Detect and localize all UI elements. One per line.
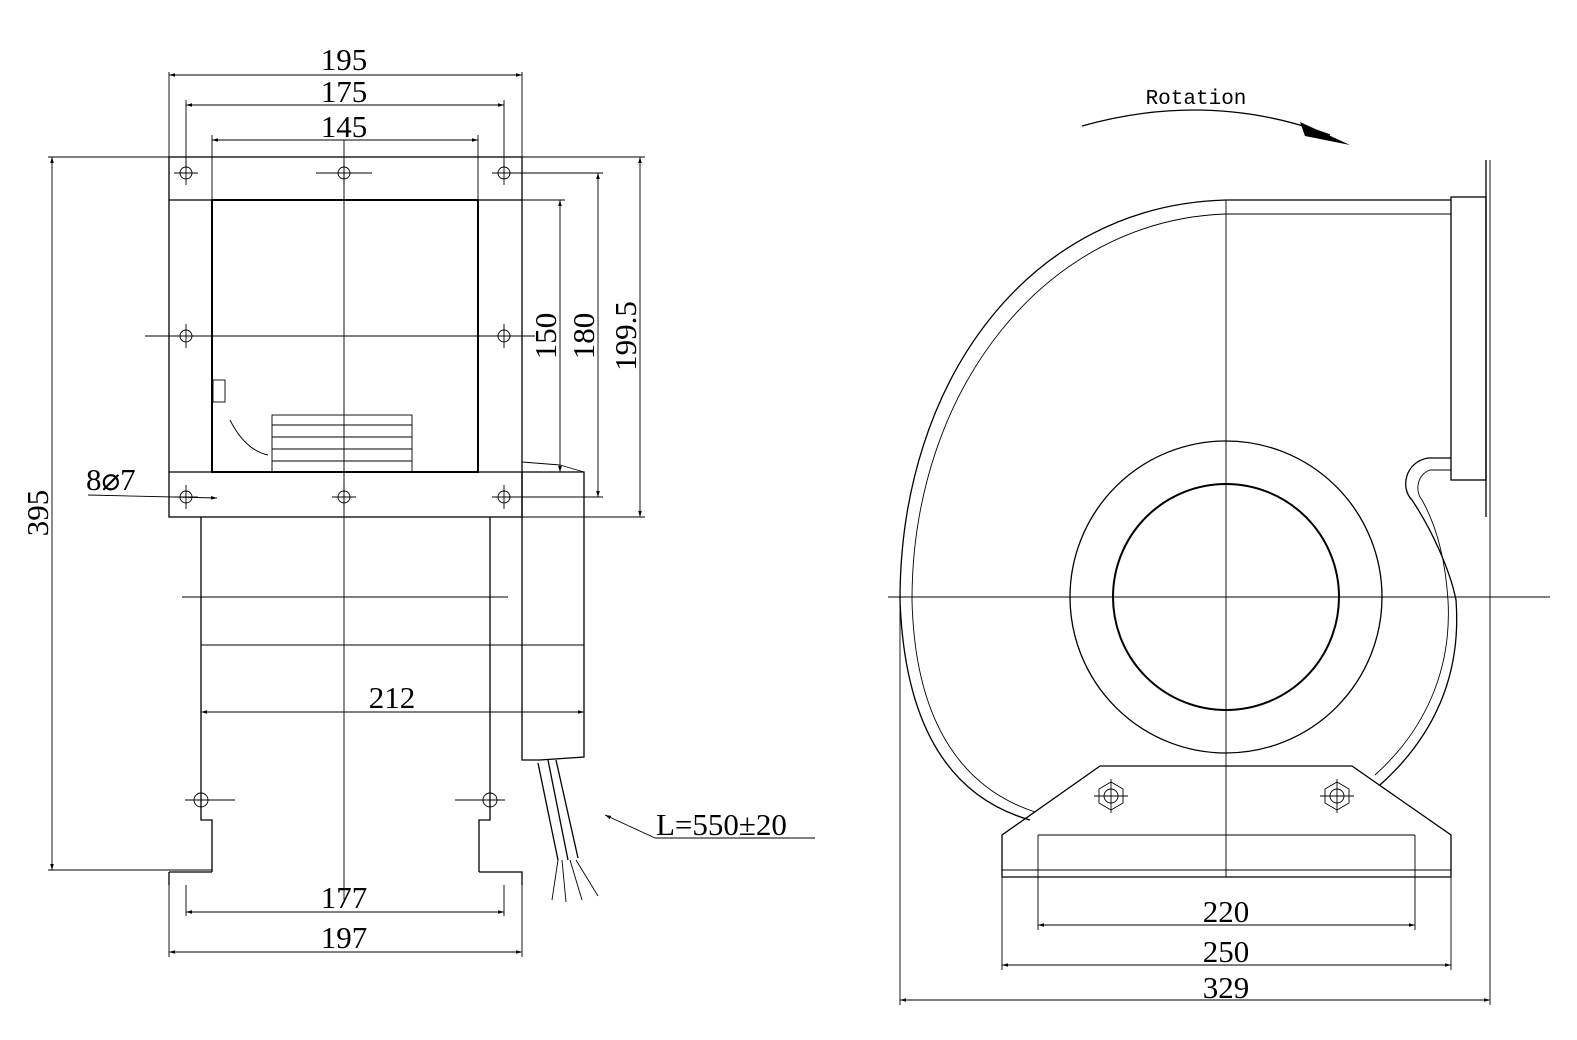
rotation-arrowhead bbox=[1300, 122, 1350, 145]
dim-395: 395 bbox=[20, 490, 55, 537]
dim-220: 220 bbox=[1203, 894, 1250, 929]
scroll-housing-inner bbox=[911, 213, 1451, 813]
dim-195: 195 bbox=[321, 42, 368, 77]
flange-plate bbox=[168, 156, 523, 518]
scroll-cutoff bbox=[1379, 457, 1458, 786]
base-bolt-right bbox=[1320, 779, 1354, 813]
mounting-holes bbox=[174, 161, 516, 509]
rotation-arc bbox=[1081, 109, 1331, 136]
outlet-flange bbox=[1450, 196, 1487, 481]
side-view: Rotation bbox=[888, 88, 1550, 1005]
dim-177: 177 bbox=[321, 880, 368, 915]
dim-175: 175 bbox=[321, 74, 368, 109]
dim-329: 329 bbox=[1203, 970, 1250, 1005]
dim-holes-8x7: 8⌀7 bbox=[86, 462, 136, 497]
front-view: 195 175 145 395 150 180 199.5 8⌀7 212 17… bbox=[20, 42, 815, 957]
dim-199-5: 199.5 bbox=[608, 301, 643, 371]
base-bolt-left bbox=[1094, 779, 1128, 813]
dim-197: 197 bbox=[321, 920, 368, 955]
cable-bundle bbox=[537, 759, 599, 903]
dim-250: 250 bbox=[1203, 934, 1250, 969]
housing-left bbox=[200, 517, 213, 872]
rotation-label: Rotation bbox=[1146, 88, 1247, 111]
base-bracket bbox=[1001, 765, 1452, 878]
scroll-housing-outer bbox=[899, 199, 1451, 821]
motor-box bbox=[521, 471, 585, 761]
dim-212: 212 bbox=[369, 680, 416, 715]
dim-145: 145 bbox=[321, 109, 368, 144]
dim-180: 180 bbox=[566, 313, 601, 360]
impeller-blades bbox=[229, 414, 413, 473]
dim-150: 150 bbox=[528, 313, 563, 360]
dim-cable-length: L=550±20 bbox=[656, 807, 787, 842]
mounting-foot bbox=[168, 871, 523, 885]
